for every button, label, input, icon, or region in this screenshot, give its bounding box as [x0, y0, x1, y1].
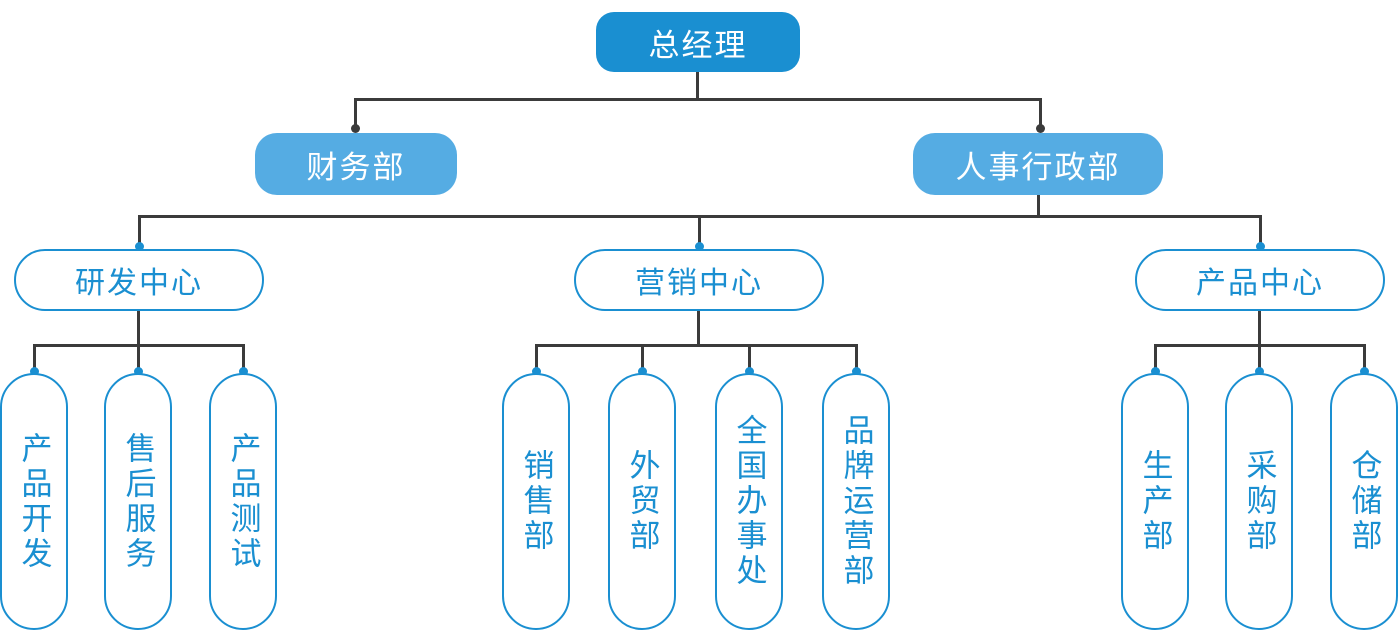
node-after-sales-service[interactable]: 售后服务 [104, 373, 172, 630]
connector-l2-bus [354, 98, 1042, 101]
node-hr-admin-department[interactable]: 人事行政部 [913, 133, 1163, 195]
node-brand-operations-department[interactable]: 品牌运营部 [822, 373, 890, 630]
node-label-sales-department: 销售部 [518, 449, 554, 554]
node-label-hr-admin-department: 人事行政部 [955, 149, 1121, 185]
node-warehousing-department[interactable]: 仓储部 [1330, 373, 1398, 630]
node-label-national-offices: 全国办事处 [731, 414, 767, 589]
connector-dot-hr-admin [1036, 124, 1045, 133]
connector-dot-procurement-department [1255, 367, 1264, 376]
connector-marketing-center-stem [697, 311, 700, 346]
connector-gm-stem [696, 72, 699, 100]
connector-to-hr-admin [1039, 98, 1042, 128]
node-product-testing[interactable]: 产品测试 [209, 373, 277, 630]
connector-dot-sales-department [532, 367, 541, 376]
connector-marketing-children-bus [535, 344, 855, 347]
node-sales-department[interactable]: 销售部 [502, 373, 570, 630]
connector-dot-brand-operations-department [852, 367, 861, 376]
connector-to-foreign-trade-department [641, 344, 644, 372]
connector-to-brand-operations-department [855, 344, 858, 372]
connector-rd-center-stem [137, 311, 140, 346]
connector-to-marketing-center [698, 215, 701, 247]
node-procurement-department[interactable]: 采购部 [1225, 373, 1293, 630]
connector-to-product-development [33, 344, 36, 372]
connector-hr-admin-stem [1037, 195, 1040, 217]
connector-dot-product-center [1256, 242, 1265, 251]
connector-dot-production-department [1151, 367, 1160, 376]
node-label-product-center: 产品中心 [1196, 267, 1324, 300]
node-national-offices[interactable]: 全国办事处 [715, 373, 783, 630]
connector-to-rd-center [138, 215, 141, 247]
connector-to-procurement-department [1258, 344, 1261, 372]
node-label-product-development: 产品开发 [16, 431, 52, 572]
node-label-product-testing: 产品测试 [225, 431, 261, 572]
connector-dot-rd-center [135, 242, 144, 251]
connector-dot-product-development [30, 367, 39, 376]
node-production-department[interactable]: 生产部 [1121, 373, 1189, 630]
node-product-development[interactable]: 产品开发 [0, 373, 68, 630]
node-product-center[interactable]: 产品中心 [1135, 249, 1385, 311]
node-label-foreign-trade-department: 外贸部 [624, 449, 660, 554]
node-marketing-center[interactable]: 营销中心 [574, 249, 824, 311]
node-label-after-sales-service: 售后服务 [120, 431, 156, 572]
connector-to-sales-department [535, 344, 538, 372]
connector-dot-foreign-trade-department [638, 367, 647, 376]
node-label-brand-operations-department: 品牌运营部 [838, 414, 874, 589]
connector-dot-product-testing [239, 367, 248, 376]
connector-product-center-stem [1258, 311, 1261, 346]
node-label-production-department: 生产部 [1137, 449, 1173, 554]
connector-to-production-department [1154, 344, 1157, 372]
node-label-warehousing-department: 仓储部 [1346, 449, 1382, 554]
connector-dot-national-offices [745, 367, 754, 376]
connector-to-national-offices [748, 344, 751, 372]
connector-to-finance [354, 98, 357, 128]
node-label-general-manager: 总经理 [648, 27, 748, 63]
node-label-rd-center: 研发中心 [75, 267, 203, 300]
node-general-manager[interactable]: 总经理 [596, 12, 800, 72]
connector-dot-warehousing-department [1360, 367, 1369, 376]
node-foreign-trade-department[interactable]: 外贸部 [608, 373, 676, 630]
node-label-procurement-department: 采购部 [1241, 449, 1277, 554]
connector-to-after-sales-service [137, 344, 140, 372]
connector-to-product-testing [242, 344, 245, 372]
connector-to-warehousing-department [1363, 344, 1366, 372]
node-rd-center[interactable]: 研发中心 [14, 249, 264, 311]
connector-dot-after-sales-service [134, 367, 143, 376]
connector-dot-finance [351, 124, 360, 133]
connector-dot-marketing-center [695, 242, 704, 251]
node-label-finance-department: 财务部 [306, 149, 406, 185]
node-finance-department[interactable]: 财务部 [255, 133, 457, 195]
node-label-marketing-center: 营销中心 [635, 267, 763, 300]
connector-to-product-center [1259, 215, 1262, 247]
